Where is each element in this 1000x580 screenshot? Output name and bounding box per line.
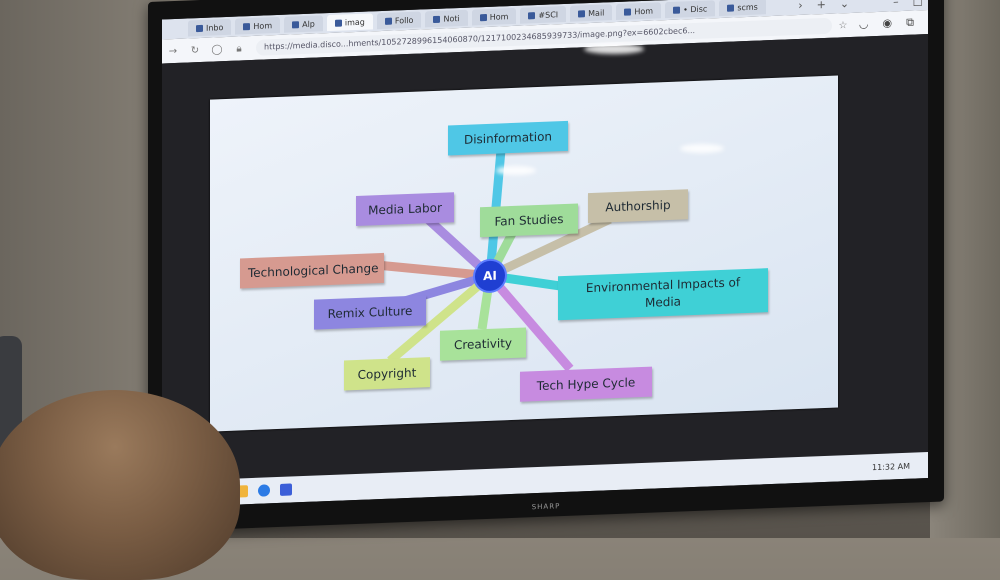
browser-tab[interactable]: #SCI: [520, 5, 567, 24]
node-tech-hype-cycle: Tech Hype Cycle: [520, 366, 652, 402]
browser-tab[interactable]: Hom: [235, 16, 281, 35]
tab-favicon-icon: [433, 15, 441, 23]
chevron-down-icon[interactable]: ⌄: [839, 0, 850, 10]
tab-favicon-icon: [292, 20, 300, 28]
browser-tab[interactable]: Noti: [425, 9, 468, 28]
tab-label: Follo: [394, 15, 414, 26]
tab-label: Hom: [634, 6, 654, 16]
node-authorship: Authorship: [588, 189, 688, 224]
tab-label: #SCI: [538, 9, 559, 20]
browser-tab[interactable]: scms: [719, 0, 766, 17]
image-viewer: Disinformation Media Labor Fan Studies A…: [162, 34, 928, 482]
link-copyright: [387, 272, 493, 365]
node-media-labor: Media Labor: [356, 192, 454, 227]
tab-label: imag: [344, 17, 365, 27]
tab-favicon-icon: [479, 13, 487, 21]
browser-tab[interactable]: • Disc: [665, 0, 716, 19]
new-tab-icon[interactable]: +: [816, 0, 826, 11]
tab-label: scms: [737, 2, 758, 12]
extensions-icon[interactable]: ⧉: [906, 15, 914, 29]
browser-icon[interactable]: [258, 484, 270, 497]
app-icon[interactable]: [280, 483, 292, 496]
node-copyright: Copyright: [344, 357, 430, 391]
node-technological-change: Technological Change: [240, 252, 384, 289]
light-glare: [496, 166, 536, 175]
tab-label: Hom: [489, 11, 509, 22]
minimize-icon[interactable]: –: [893, 0, 899, 8]
tab-favicon-icon: [578, 9, 586, 17]
node-environmental-impacts: Environmental Impacts of Media: [558, 268, 768, 321]
taskbar-clock: 11:32 AM: [872, 461, 910, 472]
tab-label: Mail: [588, 7, 605, 18]
browser-tab[interactable]: Hom: [471, 7, 517, 26]
lock-icon[interactable]: 🔒︎: [236, 42, 242, 55]
mind-map-slide: Disinformation Media Labor Fan Studies A…: [210, 75, 838, 432]
tab-favicon-icon: [528, 11, 536, 19]
node-remix-culture: Remix Culture: [314, 295, 426, 330]
browser-tab[interactable]: Hom: [616, 2, 662, 21]
shield-icon[interactable]: ◯: [211, 43, 223, 56]
tab-label: Inbo: [206, 22, 224, 33]
node-fan-studies: Fan Studies: [480, 203, 578, 238]
maximize-icon[interactable]: □: [912, 0, 923, 8]
tab-label: Hom: [253, 20, 273, 31]
tab-label: Alp: [302, 19, 315, 29]
tab-favicon-icon: [334, 19, 342, 27]
account-icon[interactable]: ◉: [882, 16, 893, 30]
link-authorship: [488, 215, 612, 280]
tab-scroll-right-icon[interactable]: ›: [798, 0, 803, 12]
tab-label: Noti: [443, 13, 460, 24]
bookmark-star-icon[interactable]: ☆: [838, 19, 848, 31]
browser-tab[interactable]: Follo: [376, 11, 422, 30]
tab-favicon-icon: [243, 22, 251, 30]
reload-icon[interactable]: ↻: [190, 44, 200, 56]
audience-head: [0, 390, 240, 580]
tab-favicon-icon: [196, 24, 203, 32]
forward-icon[interactable]: →: [168, 45, 178, 57]
tab-favicon-icon: [624, 7, 632, 16]
link-technological-change: [377, 260, 491, 281]
browser-tab[interactable]: imag: [326, 13, 373, 32]
light-glare: [680, 144, 724, 153]
browser-tab[interactable]: Inbo: [188, 18, 232, 37]
browser-tab[interactable]: Mail: [570, 4, 613, 22]
browser-tab[interactable]: Alp: [284, 15, 323, 33]
tab-favicon-icon: [673, 6, 681, 14]
tab-favicon-icon: [727, 3, 735, 12]
link-tech-hype-cycle: [486, 272, 574, 372]
light-glare: [584, 44, 644, 54]
tab-label: • Disc: [683, 4, 708, 14]
tab-favicon-icon: [384, 17, 392, 25]
pocket-icon[interactable]: ◡: [858, 17, 869, 31]
node-creativity: Creativity: [440, 327, 526, 361]
node-disinformation: Disinformation: [448, 120, 568, 156]
